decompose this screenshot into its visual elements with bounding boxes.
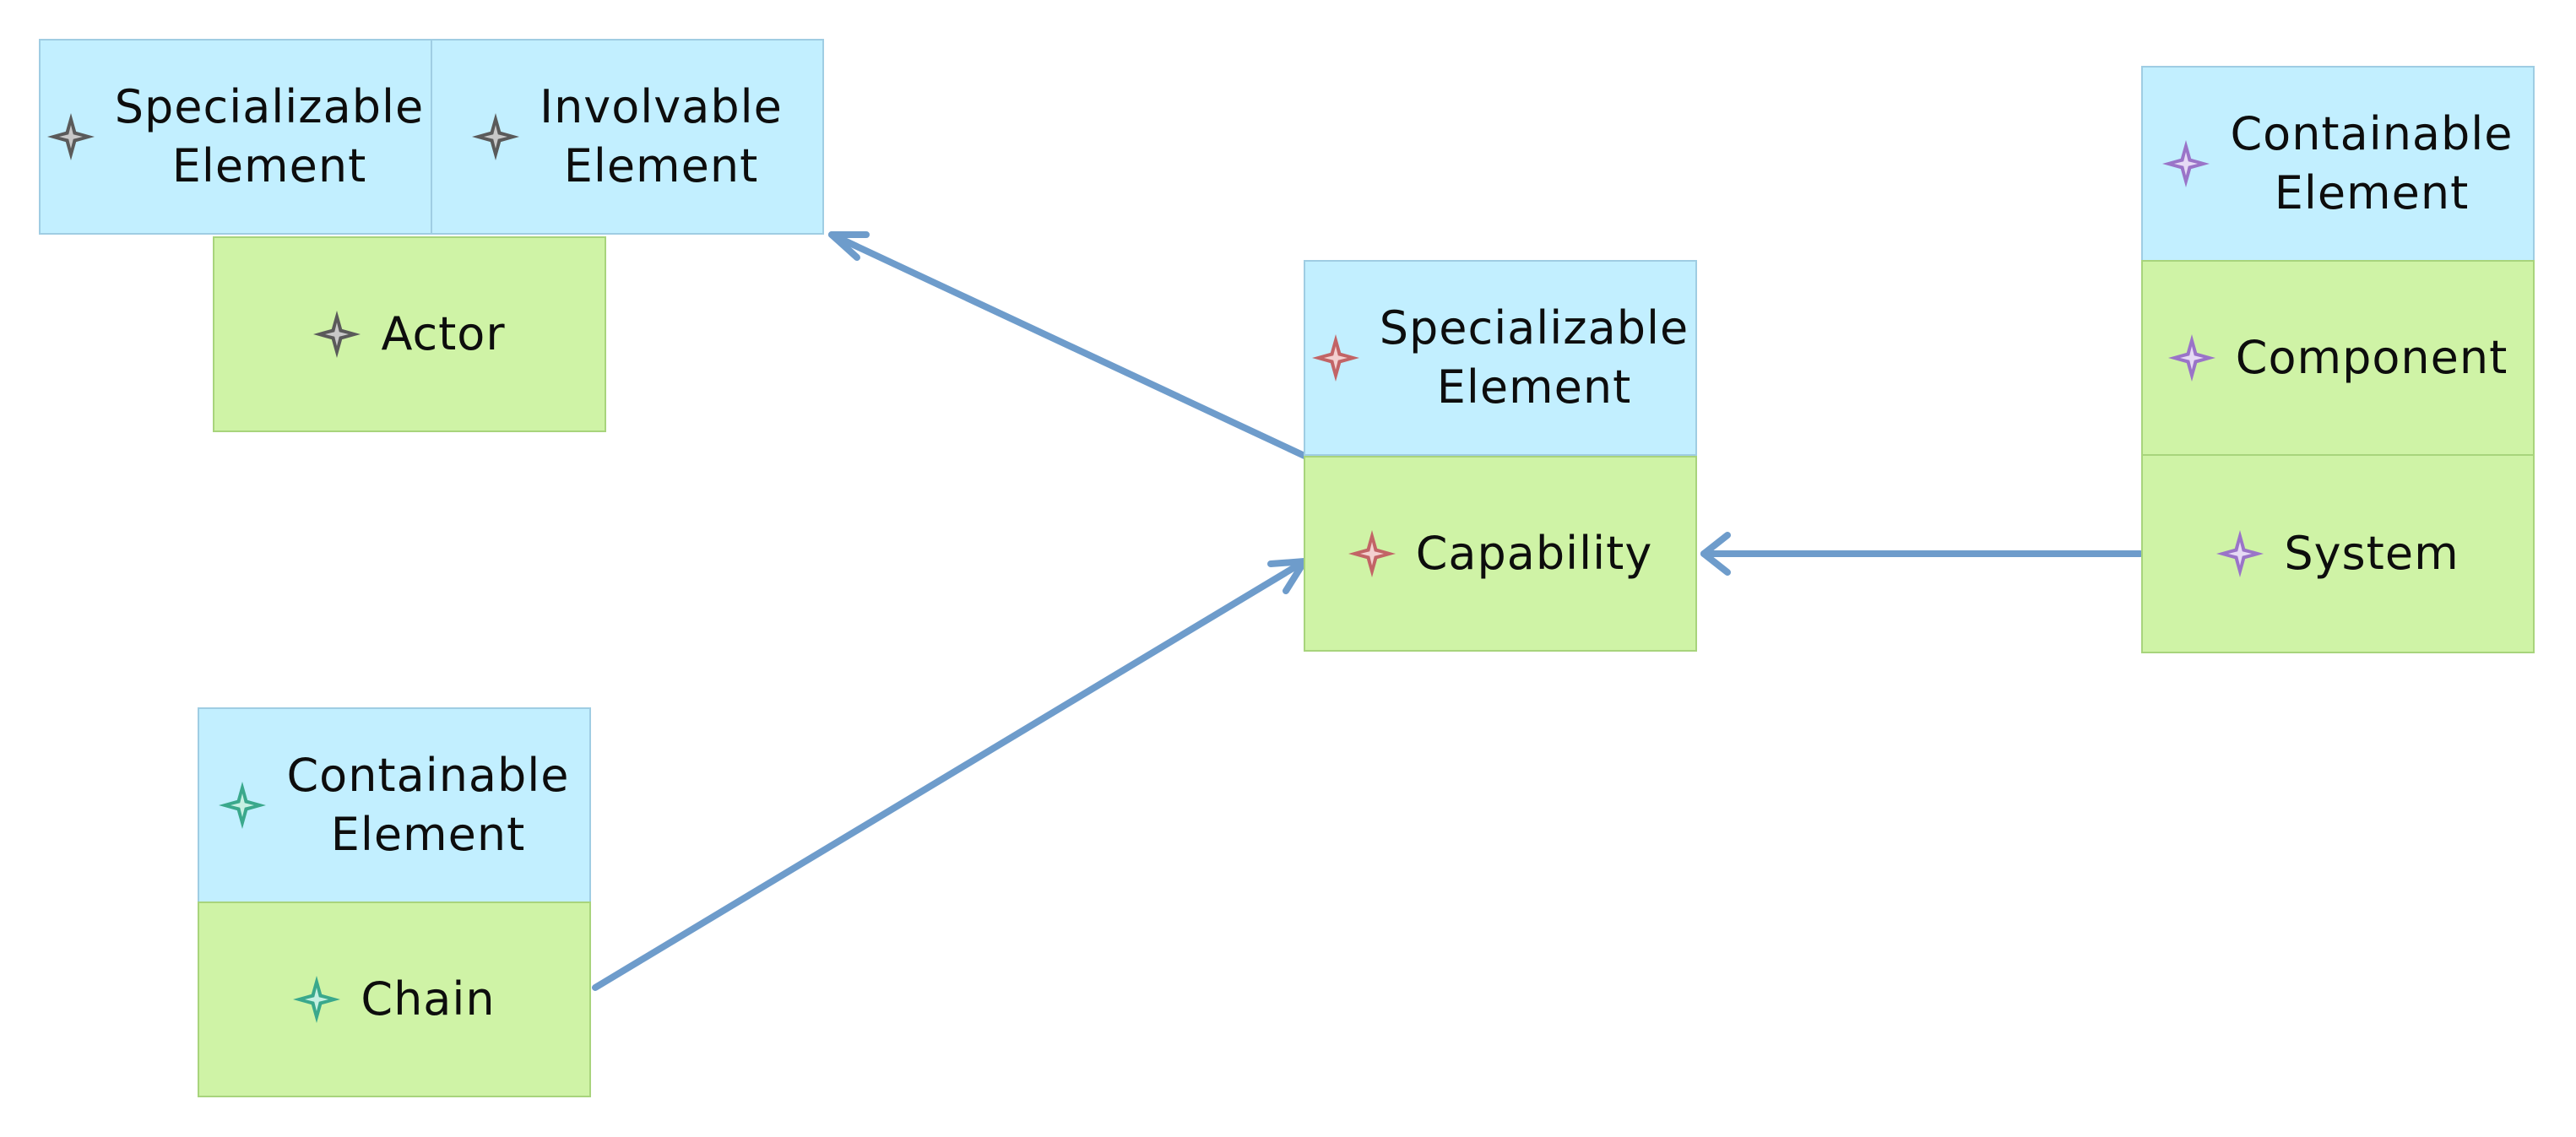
gray-star-icon: [472, 113, 520, 160]
purple-star-icon: [2216, 530, 2264, 577]
purple-star-icon: [2167, 334, 2215, 382]
node-label: Capability: [1415, 527, 1653, 580]
node-actor-specializable-element[interactable]: Specializable Element: [39, 39, 432, 235]
node-label: Specializable Element: [114, 80, 425, 192]
node-capability-specializable-element[interactable]: Specializable Element: [1304, 260, 1697, 456]
node-actor[interactable]: Actor: [213, 236, 606, 432]
teal-star-icon: [293, 976, 341, 1023]
node-chain-containable-element[interactable]: Containable Element: [198, 707, 591, 903]
node-label: Containable Element: [286, 749, 570, 861]
node-label: Containable Element: [2230, 107, 2514, 219]
node-capability[interactable]: Capability: [1304, 456, 1697, 652]
teal-star-icon: [219, 782, 267, 829]
red-star-icon: [1311, 334, 1359, 382]
node-label: Actor: [381, 307, 506, 360]
node-label: Component: [2235, 331, 2508, 384]
gray-star-icon: [46, 113, 95, 160]
edge-capability-to-actor[interactable]: [828, 231, 1308, 459]
node-label: Chain: [361, 972, 496, 1026]
node-system-containable-element[interactable]: Containable Element: [2141, 66, 2535, 262]
gray-star-icon: [313, 311, 361, 358]
node-system[interactable]: System: [2141, 454, 2535, 653]
edge-system-to-capability[interactable]: [1700, 532, 2144, 576]
node-component[interactable]: Component: [2141, 260, 2535, 456]
purple-star-icon: [2162, 140, 2210, 187]
node-label: Specializable Element: [1379, 301, 1689, 414]
edge-chain-to-capability[interactable]: [592, 558, 1308, 991]
node-chain[interactable]: Chain: [198, 901, 591, 1097]
node-label: Involvable Element: [540, 80, 783, 192]
node-actor-involvable-element[interactable]: Involvable Element: [431, 39, 824, 235]
red-star-icon: [1348, 530, 1396, 577]
node-label: System: [2284, 527, 2459, 580]
